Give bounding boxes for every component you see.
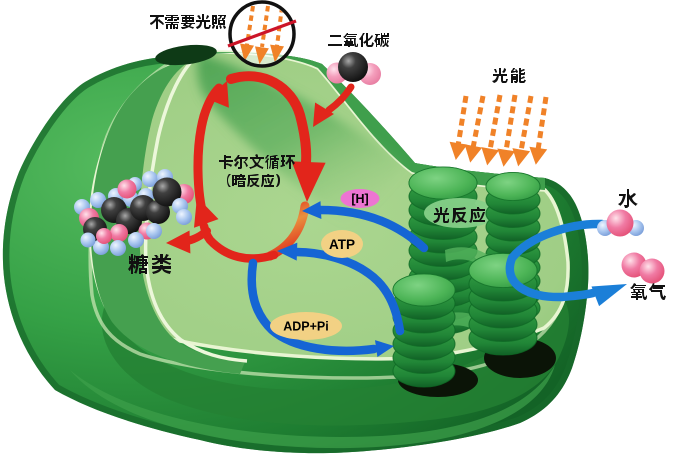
svg-text:ADP+Pi: ADP+Pi bbox=[283, 320, 329, 334]
svg-text:ATP: ATP bbox=[329, 237, 355, 252]
svg-text:[H]: [H] bbox=[351, 192, 368, 206]
